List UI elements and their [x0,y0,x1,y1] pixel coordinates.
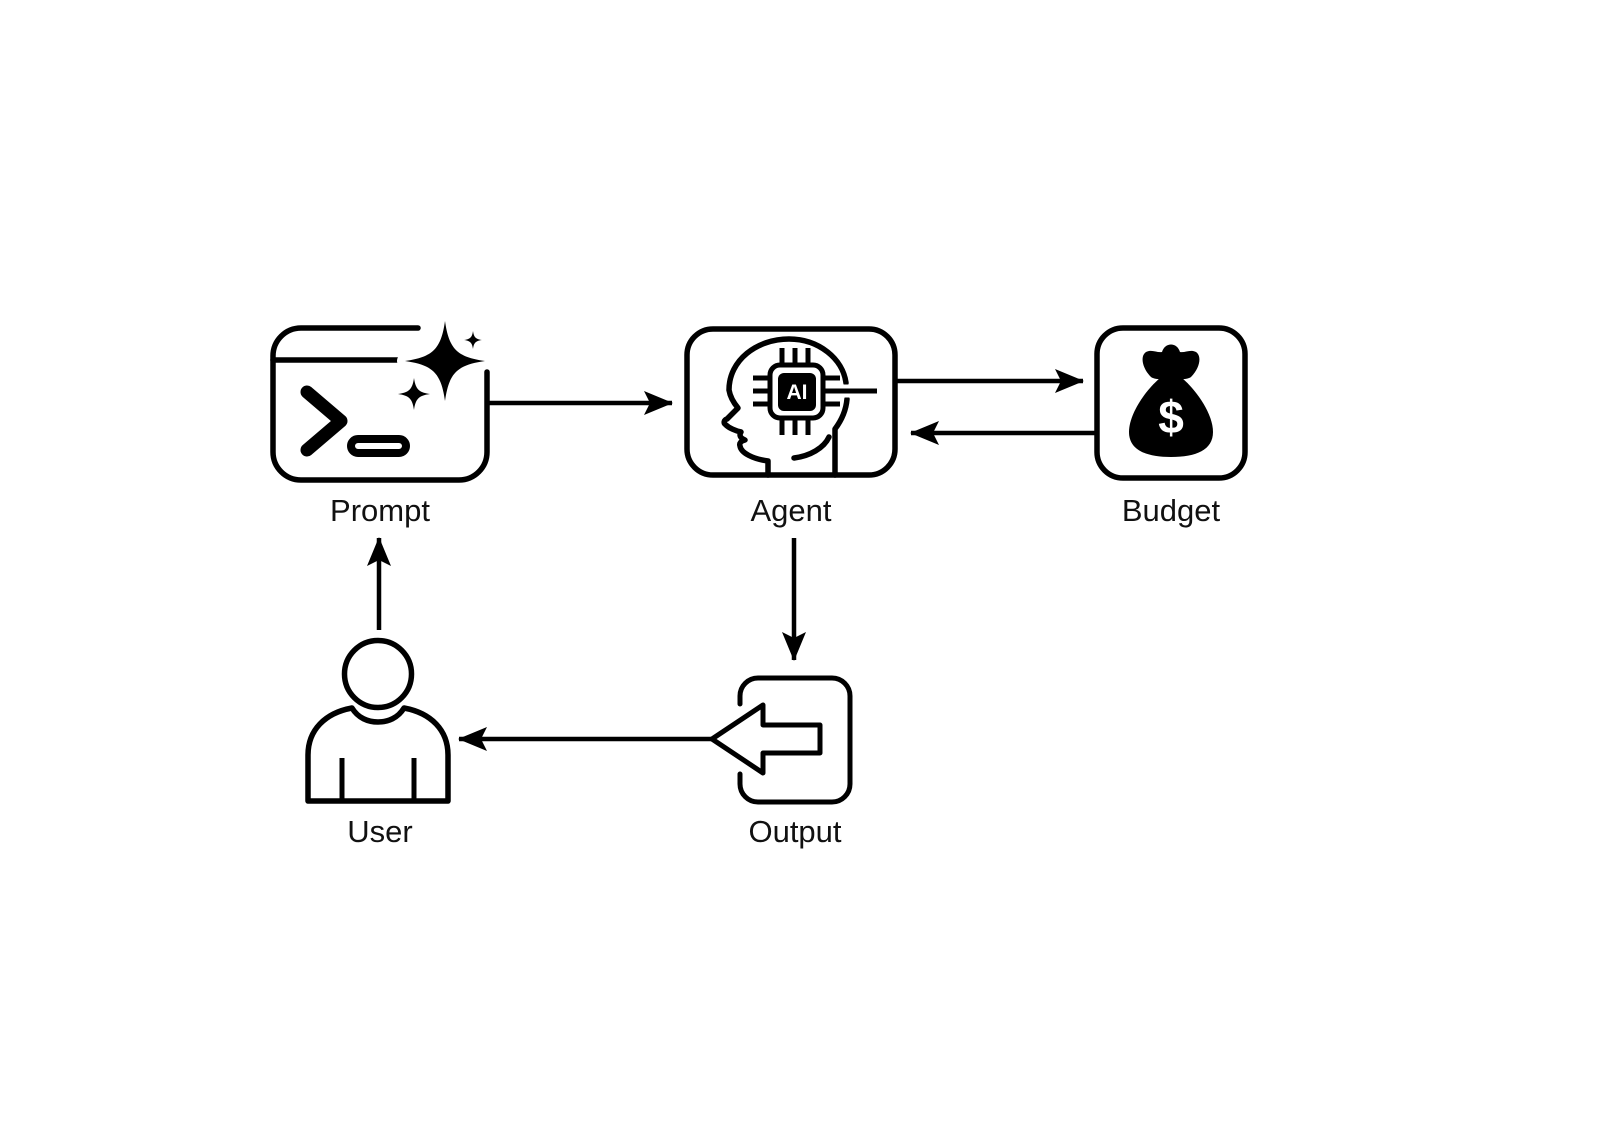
node-agent: AI Agent [684,326,898,528]
prompt-label: Prompt [330,493,430,528]
sparkle-small-icon [398,378,430,410]
node-output: Output [709,675,853,849]
terminal-window-outline [270,325,490,483]
person-torso [305,705,451,804]
sparkle-tiny-icon [464,331,482,349]
money-bag-icon: $ [1129,344,1213,457]
head-outline [721,336,850,478]
chip-text: AI [787,381,808,404]
node-prompt: Prompt [270,313,493,528]
output-box [737,675,853,805]
terminal-sparkles-icon [270,313,493,483]
agent-label: Agent [750,493,831,528]
money-bag-body [1129,379,1213,457]
output-label: Output [748,814,841,849]
node-user: User [305,637,451,849]
budget-label: Budget [1122,493,1221,528]
chip-inner [778,373,816,411]
head-ai-chip-icon: AI [721,336,879,478]
person-icon [305,637,451,804]
edges [367,369,1097,751]
terminal-chevron [300,385,348,457]
sparkle-large-icon [405,321,485,401]
terminal-underscore [347,435,410,457]
person-head [341,637,415,711]
node-budget: $ Budget [1094,325,1248,528]
dollar-symbol: $ [1158,391,1184,443]
export-left-arrow-icon [709,702,823,776]
head-jaw-line [791,434,832,461]
money-bag-knot [1142,344,1200,380]
user-label: User [347,814,412,849]
